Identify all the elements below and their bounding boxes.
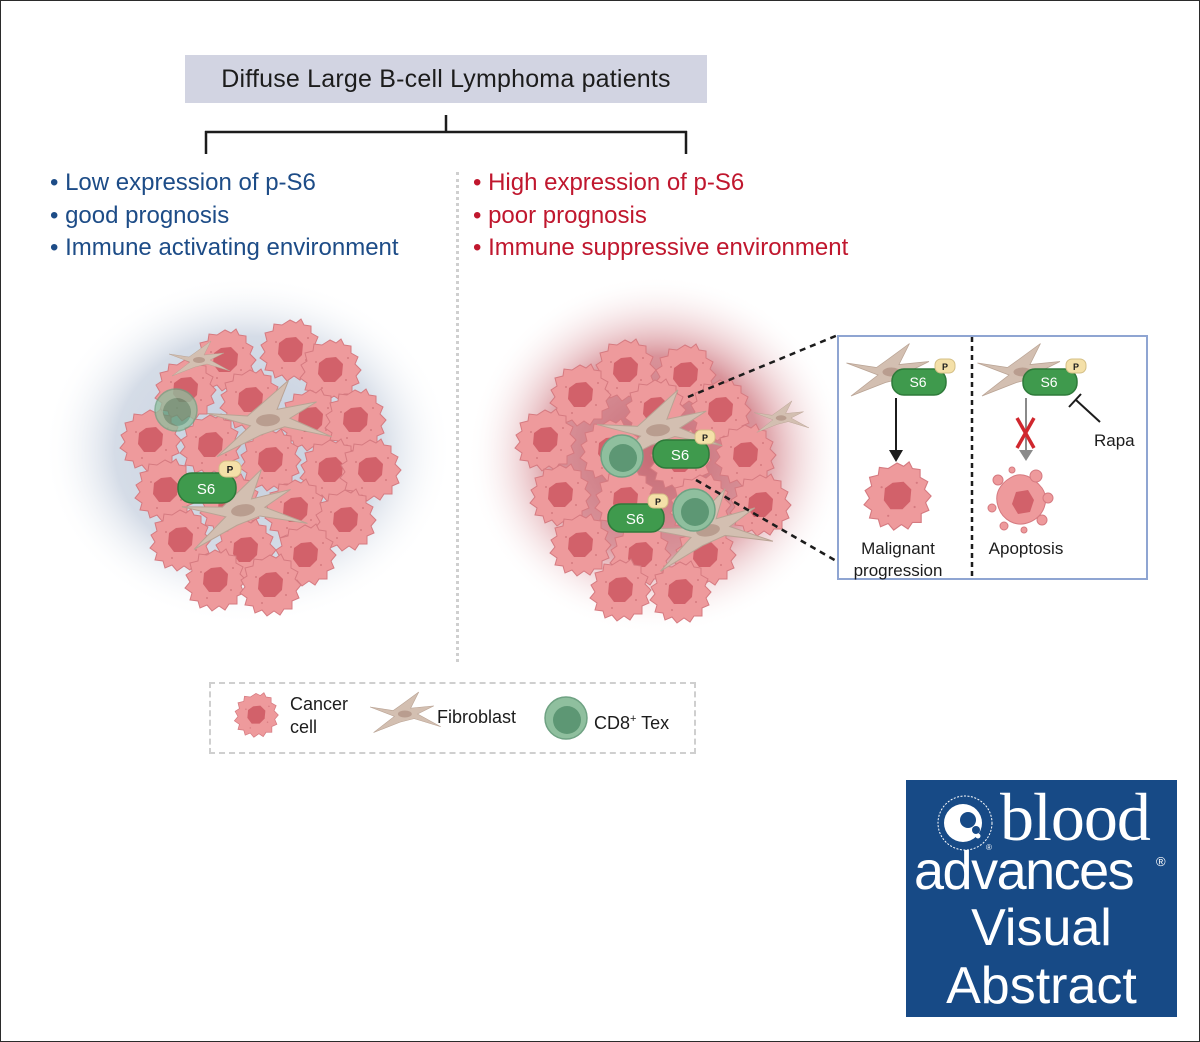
bullet-item: good prognosis bbox=[50, 200, 399, 233]
legend-cd8-label: CD8+ Tex bbox=[594, 708, 669, 735]
split-bracket bbox=[204, 115, 688, 154]
arrow-head-icon bbox=[889, 450, 903, 462]
rapa-label: Rapa bbox=[1094, 431, 1135, 450]
bullet-item: High expression of p-S6 bbox=[473, 167, 848, 200]
legend-cancer-cell-label: Cancer cell bbox=[290, 693, 348, 739]
zoom-callout-line bbox=[687, 333, 839, 399]
phospho-label: P bbox=[227, 465, 234, 476]
logo-abstract: Abstract bbox=[946, 957, 1137, 1015]
inhibition-icon bbox=[1068, 393, 1101, 423]
apoptotic-cell-icon bbox=[987, 466, 1054, 534]
s6-marker: S6 P bbox=[607, 493, 669, 533]
cd8-tex-icon bbox=[600, 434, 644, 478]
zoom-callout-line bbox=[695, 478, 839, 564]
s6-marker: S6 P bbox=[891, 358, 956, 396]
blood-advances-logo: ® blood advances ® Visual Abstract bbox=[906, 779, 1177, 1017]
s6-label: S6 bbox=[197, 481, 215, 498]
label-line: cell bbox=[290, 717, 318, 737]
center-divider bbox=[456, 172, 459, 662]
legend-fibroblast-label: Fibroblast bbox=[437, 707, 517, 727]
mechanism-inset: S6 P S6 P bbox=[837, 335, 1148, 580]
low-ps6-bullets: Low expression of p-S6 good prognosis Im… bbox=[50, 167, 399, 265]
s6-marker: S6 P bbox=[652, 429, 716, 469]
s6-label: S6 bbox=[671, 447, 689, 464]
cd8-tex-icon bbox=[672, 488, 716, 532]
phospho-label: P bbox=[655, 497, 661, 507]
s6-label: S6 bbox=[1040, 374, 1057, 390]
legend bbox=[209, 682, 696, 754]
high-ps6-bullets: High expression of p-S6 poor prognosis I… bbox=[473, 167, 848, 265]
title-box: Diffuse Large B-cell Lymphoma patients bbox=[185, 55, 707, 103]
malignant-progression-label: Malignant progression bbox=[846, 538, 950, 582]
inset-left-panel: S6 P bbox=[846, 343, 956, 531]
tex-text: Tex bbox=[636, 713, 670, 733]
ash-seal-icon: ® bbox=[937, 795, 993, 852]
bullet-item: Low expression of p-S6 bbox=[50, 167, 399, 200]
label-line: progression bbox=[853, 561, 943, 580]
phospho-label: P bbox=[942, 362, 948, 372]
cd8-text: CD8 bbox=[594, 713, 631, 733]
registered-mark: ® bbox=[986, 843, 992, 852]
bullet-item: Immune activating environment bbox=[50, 232, 399, 265]
logo-advances: advances bbox=[914, 841, 1135, 901]
cd8-superscript: + bbox=[630, 713, 637, 725]
bullet-item: Immune suppressive environment bbox=[473, 232, 848, 265]
s6-label: S6 bbox=[626, 511, 644, 528]
title: Diffuse Large B-cell Lymphoma patients bbox=[221, 64, 671, 93]
label-line: Cancer bbox=[290, 694, 349, 714]
high-ps6-tumor: S6 P S6 P bbox=[514, 338, 810, 624]
bullet-item: poor prognosis bbox=[473, 200, 848, 233]
s6-marker: S6 P bbox=[177, 460, 242, 504]
cd8-tex-icon bbox=[154, 388, 198, 432]
block-x-icon bbox=[1015, 417, 1036, 449]
low-ps6-tumor: S6 P bbox=[119, 318, 402, 617]
phospho-label: P bbox=[702, 433, 708, 443]
registered-mark: ® bbox=[1156, 854, 1166, 869]
s6-marker: S6 P bbox=[1022, 358, 1087, 396]
label-line: Malignant bbox=[861, 539, 935, 558]
logo-blood: blood bbox=[1000, 779, 1151, 855]
phospho-label: P bbox=[1073, 362, 1079, 372]
s6-label: S6 bbox=[909, 374, 926, 390]
logo-visual: Visual bbox=[971, 899, 1112, 957]
inset-right-panel: S6 P bbox=[977, 343, 1101, 534]
apoptosis-label: Apoptosis bbox=[988, 539, 1064, 558]
